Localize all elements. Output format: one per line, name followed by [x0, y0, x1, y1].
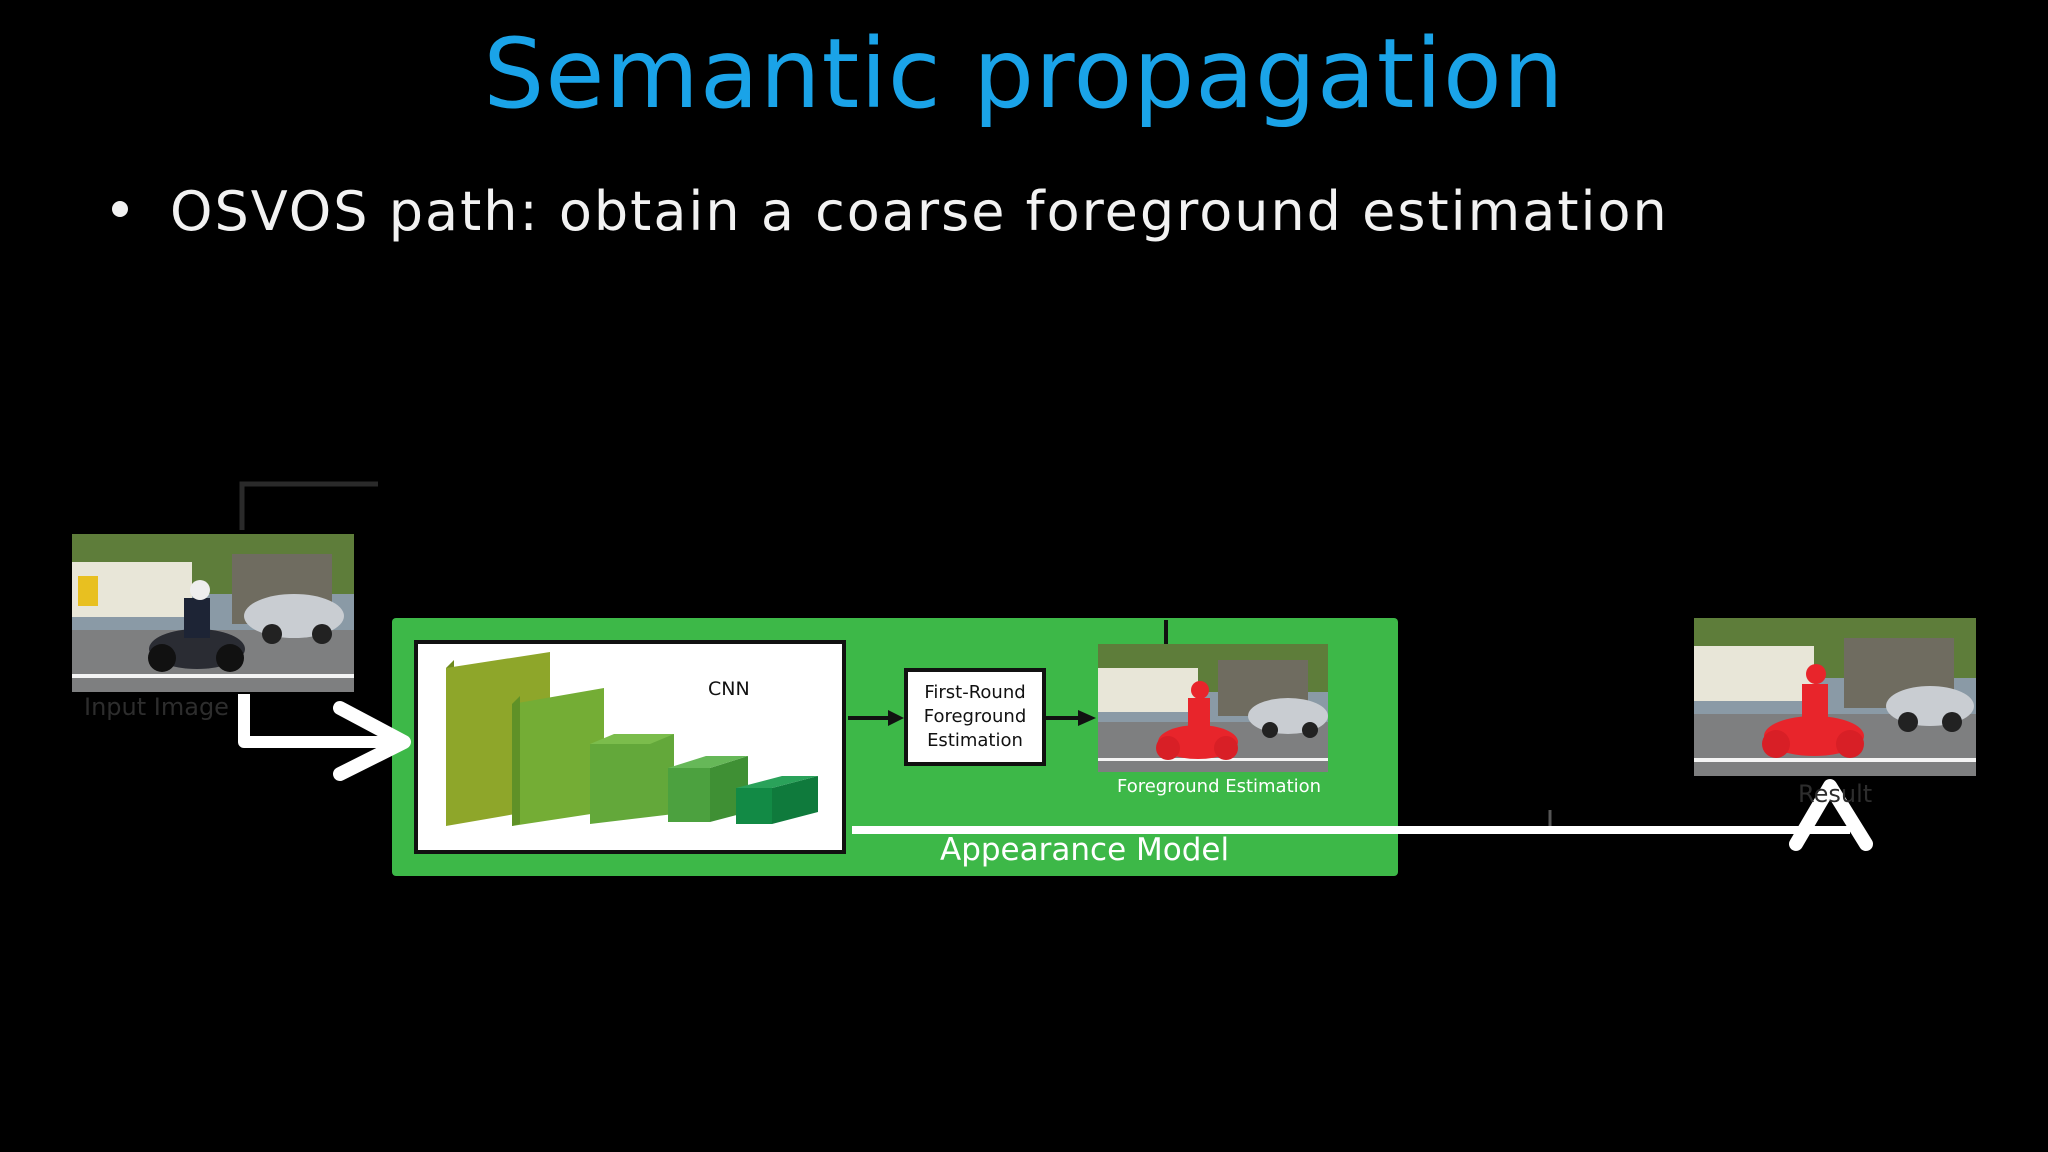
result-label: Result [1798, 780, 1873, 808]
appearance-model-label: Appearance Model [940, 832, 1230, 868]
foreground-estimation-image [1098, 644, 1328, 772]
slide-title: Semantic propagation [483, 18, 1565, 130]
cnn-layer-4 [668, 768, 710, 822]
bullet-item: OSVOS path: obtain a coarse foreground e… [112, 180, 1669, 243]
foreground-estimation-label: Foreground Estimation [1117, 776, 1322, 797]
cnn-box: CNN [414, 640, 846, 854]
input-image [72, 534, 354, 692]
cnn-layer-3 [590, 734, 674, 824]
result-image [1694, 618, 1976, 776]
bullet-text: OSVOS path: obtain a coarse foreground e… [170, 180, 1669, 243]
first-round-label: First-Round Foreground Estimation [923, 682, 1027, 751]
cnn-layer-5 [736, 788, 772, 824]
input-image-label: Input Image [84, 693, 229, 721]
bullet-dot-icon [112, 201, 128, 218]
cnn-layer-2 [512, 688, 604, 826]
cnn-layers-graphic [446, 652, 818, 826]
top-connector-line [239, 481, 378, 530]
first-round-box: First-Round Foreground Estimation [904, 668, 1046, 766]
cnn-label: CNN [708, 678, 750, 700]
